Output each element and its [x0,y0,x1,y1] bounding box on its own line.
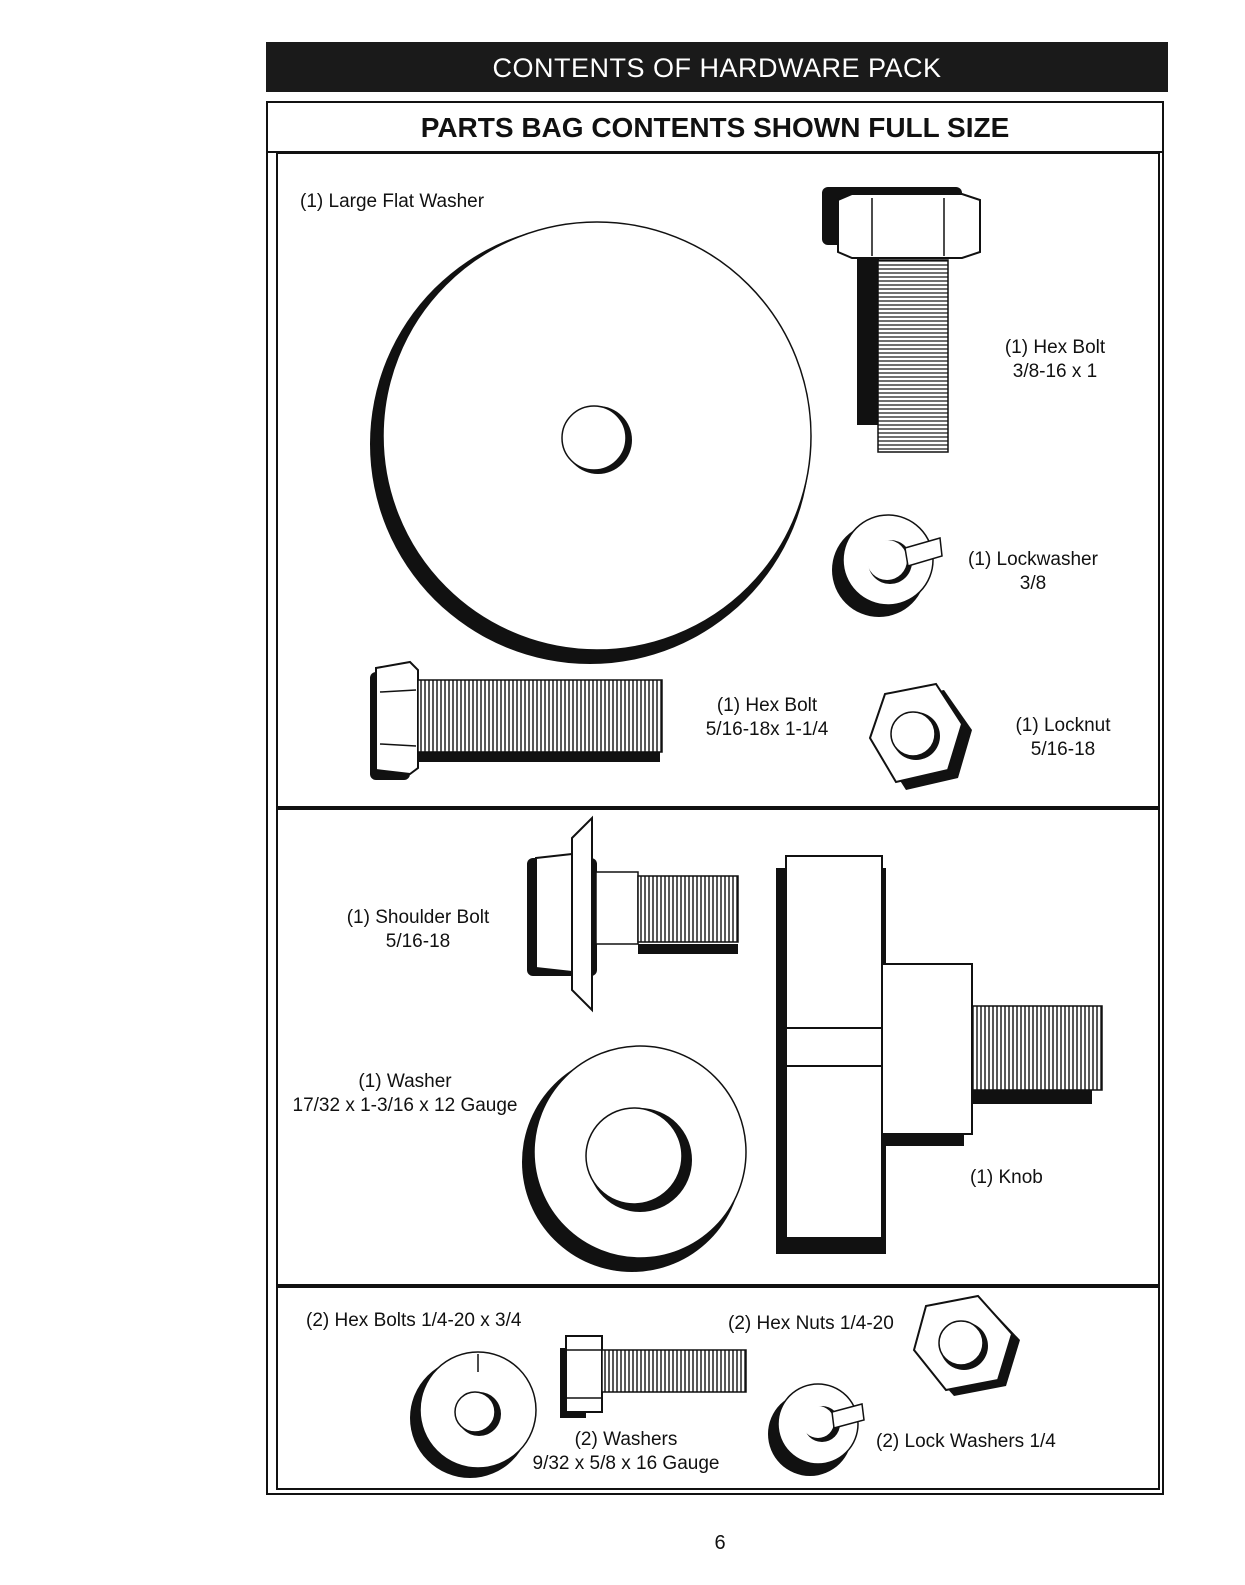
knob-drawing [776,855,1103,1254]
hex-bolt-3-8-name: (1) Hex Bolt [1004,337,1106,358]
contents-frame [266,101,1164,1495]
lock-washer-1-4-drawing [768,1383,865,1476]
hex-nut-1-4-drawing [912,1294,1020,1396]
locknut-5-16-label: (1) Locknut 5/16-18 [988,714,1138,762]
locknut-5-16-drawing [868,682,972,790]
shoulder-bolt-name: (1) Shoulder Bolt [346,907,490,928]
knob-label: (1) Knob [970,1167,1043,1188]
locknut-5-16-name: (1) Locknut [1015,715,1111,736]
hex-bolt-5-16-name: (1) Hex Bolt [716,695,818,716]
large-flat-washer-drawing [370,221,812,664]
section-bottom [276,1286,1160,1490]
hex-bolt-5-16-drawing [370,660,663,780]
hex-bolt-3-8-drawing [822,187,981,453]
hex-bolt-3-8-size: 3/8-16 x 1 [1012,361,1098,382]
page-number: 6 [714,1532,726,1554]
hex-bolt-1-4-drawing [560,1335,747,1418]
shoulder-bolt-label: (1) Shoulder Bolt 5/16-18 [338,906,498,954]
lockwasher-3-8-size: 3/8 [1019,573,1047,594]
header-title: CONTENTS OF HARDWARE PACK [492,53,942,83]
shoulder-bolt-size: 5/16-18 [385,931,451,952]
parts-bag-title: PARTS BAG CONTENTS SHOWN FULL SIZE [268,103,1162,153]
lockwasher-3-8-name: (1) Lockwasher [968,549,1098,570]
hex-bolt-3-8-label: (1) Hex Bolt 3/8-16 x 1 [980,336,1130,384]
lockwasher-3-8-label: (1) Lockwasher 3/8 [958,548,1108,596]
washer-17-32-drawing [522,1045,747,1272]
section-top [276,152,1160,808]
washers-9-32-size: 9/32 x 5/8 x 16 Gauge [532,1453,720,1474]
shoulder-bolt-drawing [527,815,739,1013]
washer-9-32-drawing [410,1351,537,1478]
locknut-5-16-size: 5/16-18 [1030,739,1096,760]
hex-bolt-5-16-label: (1) Hex Bolt 5/16-18x 1-1/4 [692,694,842,742]
washers-9-32-name: (2) Washers [574,1429,678,1450]
lock-washers-1-4-label: (2) Lock Washers 1/4 [876,1431,1056,1452]
section-middle [276,808,1160,1286]
washer-17-32-name: (1) Washer [358,1071,452,1092]
lockwasher-3-8-drawing [832,514,943,617]
hex-nuts-1-4-label: (2) Hex Nuts 1/4-20 [728,1313,894,1334]
large-flat-washer-label: (1) Large Flat Washer [300,191,485,212]
washer-17-32-label: (1) Washer 17/32 x 1-3/16 x 12 Gauge [280,1070,530,1118]
washers-9-32-label: (2) Washers 9/32 x 5/8 x 16 Gauge [516,1428,736,1476]
washer-17-32-size: 17/32 x 1-3/16 x 12 Gauge [292,1095,518,1116]
hex-bolts-1-4-label: (2) Hex Bolts 1/4-20 x 3/4 [306,1310,522,1331]
page-header-bar: CONTENTS OF HARDWARE PACK [266,42,1168,92]
hex-bolt-5-16-size: 5/16-18x 1-1/4 [705,719,829,740]
